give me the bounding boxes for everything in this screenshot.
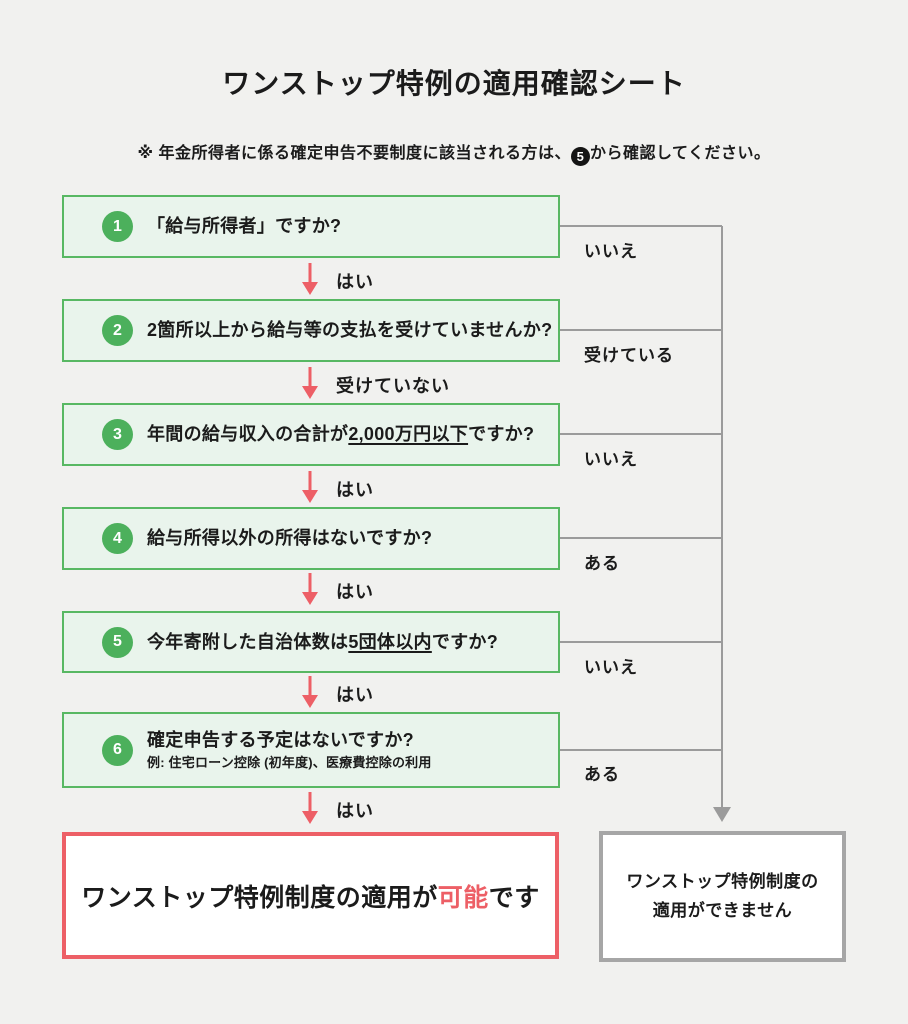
question-box-6: 6 確定申告する予定はないですか? 例: 住宅ローン控除 (初年度)、医療費控除… [62, 712, 560, 788]
question-3-underline: 2,000万円以下 [348, 424, 469, 445]
step-3-badge: 3 [102, 419, 133, 450]
note-text-pre: ※ 年金所得者に係る確定申告不要制度に該当される方は、 [137, 145, 571, 162]
result-possible-highlight: 可能 [437, 883, 489, 912]
question-box-2: 2 2箇所以上から給与等の支払を受けていませんか? [62, 299, 560, 362]
yes-branch-label-6: はい [336, 801, 374, 821]
result-possible-suffix: です [488, 883, 540, 912]
branch-line-3 [560, 433, 722, 435]
question-5-underline: 5団体以内 [348, 631, 432, 652]
question-4-text: 給与所得以外の所得はないですか? [147, 527, 432, 550]
question-1-prefix: 「給与所得者」ですか? [147, 216, 342, 237]
down-arrow-icon [301, 471, 319, 503]
branch-line-5 [560, 641, 722, 643]
no-branch-label-3: いいえ [584, 450, 638, 469]
question-2-prefix: 2箇所以上から給与等の支払を受けていませんか? [147, 320, 553, 341]
down-arrow-icon [301, 263, 319, 295]
down-arrow-icon [301, 573, 319, 605]
question-4-prefix: 給与所得以外の所得はないですか? [147, 528, 433, 549]
no-branch-label-1: いいえ [584, 242, 638, 261]
question-3-suffix: ですか? [468, 424, 535, 445]
question-box-1: 1 「給与所得者」ですか? [62, 195, 560, 258]
question-5-prefix: 今年寄附した自治体数は [147, 631, 349, 652]
down-arrow-icon [301, 792, 319, 824]
result-impossible-box: ワンストップ特例制度の 適用ができません [599, 831, 846, 962]
step-5-badge: 5 [102, 626, 133, 658]
no-branch-label-2: 受けている [584, 346, 674, 365]
result-impossible-line2: 適用ができません [652, 900, 793, 920]
step-4-badge: 4 [102, 523, 133, 554]
branch-line-6 [560, 749, 722, 751]
question-5-suffix: ですか? [431, 631, 499, 652]
question-3-prefix: 年間の給与収入の合計が [147, 424, 349, 445]
result-impossible-line1: ワンストップ特例制度の [626, 871, 819, 891]
yes-branch-label-4: はい [336, 582, 374, 602]
question-5-text: 今年寄附した自治体数は5団体以内ですか? [147, 631, 498, 654]
result-possible-prefix: ワンストップ特例制度の適用が [81, 883, 438, 912]
branch-line-4 [560, 537, 722, 539]
question-box-5: 5 今年寄附した自治体数は5団体以内ですか? [62, 611, 560, 673]
yes-branch-label-1: はい [336, 272, 374, 292]
branch-line-1 [560, 225, 722, 227]
question-1-text: 「給与所得者」ですか? [147, 215, 341, 238]
question-box-3: 3 年間の給与収入の合計が2,000万円以下ですか? [62, 403, 560, 466]
question-6-text: 確定申告する予定はないですか? 例: 住宅ローン控除 (初年度)、医療費控除の利… [147, 729, 432, 772]
result-possible-box: ワンストップ特例制度の適用が可能です [62, 832, 559, 959]
circled-five-icon: 5 [570, 147, 590, 166]
no-branch-label-4: ある [584, 554, 620, 573]
question-3-text: 年間の給与収入の合計が2,000万円以下ですか? [147, 423, 534, 446]
down-arrow-icon [301, 367, 319, 399]
question-2-text: 2箇所以上から給与等の支払を受けていませんか? [147, 319, 552, 342]
gray-arrowhead-icon [713, 807, 731, 822]
step-6-badge: 6 [102, 734, 133, 766]
branch-line-2 [560, 329, 722, 331]
step-2-badge: 2 [102, 315, 133, 346]
question-6-note: 例: 住宅ローン控除 (初年度)、医療費控除の利用 [147, 755, 432, 771]
down-arrow-icon [301, 676, 319, 708]
page-title: ワンストップ特例の適用確認シート [222, 68, 686, 99]
question-box-4: 4 給与所得以外の所得はないですか? [62, 507, 560, 570]
yes-branch-label-5: はい [336, 685, 374, 705]
question-6-prefix: 確定申告する予定はないですか? [147, 729, 414, 750]
note-text-post: から確認してください。 [589, 145, 771, 162]
step-1-badge: 1 [102, 211, 133, 242]
yes-branch-label-3: はい [336, 480, 374, 500]
no-branch-label-6: ある [584, 765, 620, 784]
yes-branch-label-2: 受けていない [336, 376, 450, 396]
branch-vertical-line [721, 226, 723, 808]
no-branch-label-5: いいえ [584, 658, 638, 677]
